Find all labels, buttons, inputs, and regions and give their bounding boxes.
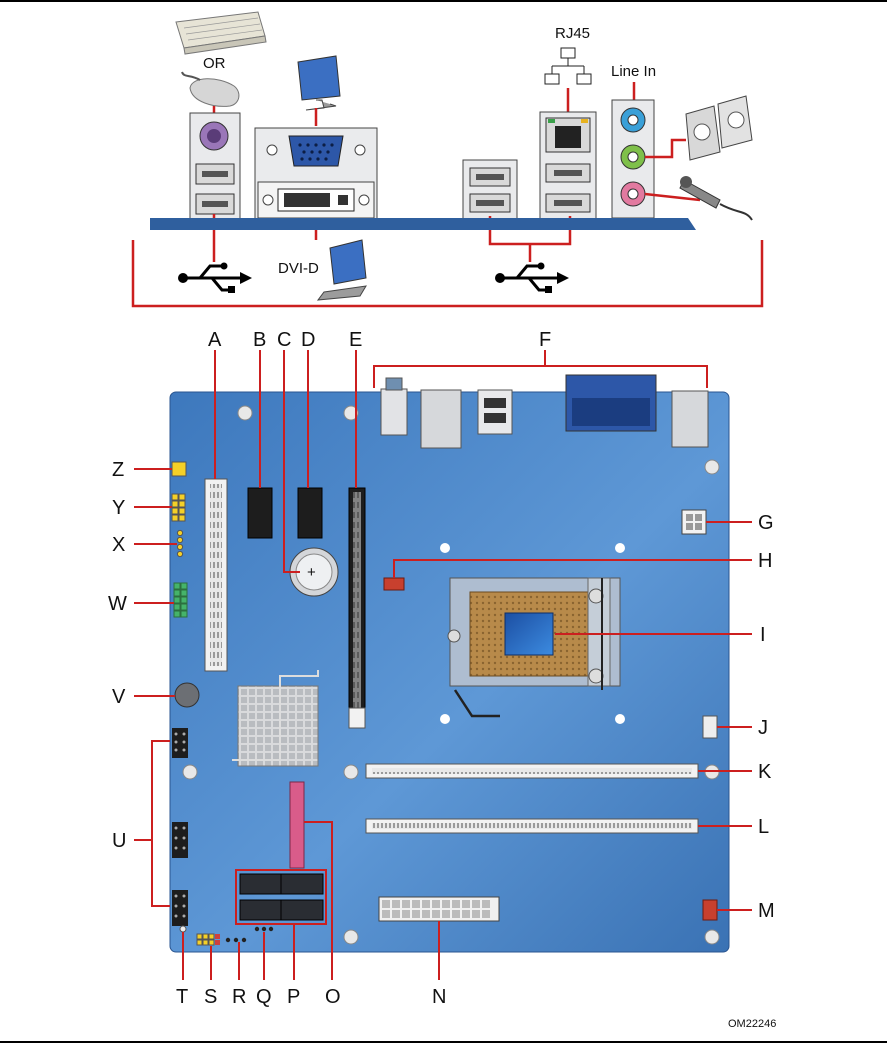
callout-L: L (758, 816, 769, 838)
back-panel-io: OR (131, 11, 764, 308)
mic-leader (644, 192, 701, 202)
callout-S: S (204, 986, 217, 1008)
or-label: OR (203, 55, 226, 72)
callout-W: W (108, 593, 127, 615)
figure-id: OM22246 (728, 1018, 776, 1030)
callout-A: A (208, 329, 222, 351)
callout-I: I (760, 624, 766, 646)
callout-V: V (112, 686, 126, 708)
callout-H: H (758, 550, 772, 572)
callout-R: R (232, 986, 246, 1008)
callout-J: J (758, 717, 768, 739)
microphone-icon (679, 176, 753, 221)
callout-Z: Z (112, 459, 124, 481)
callout-K: K (758, 761, 772, 783)
monitor-icon (297, 55, 341, 126)
ps2-usb-stack (189, 112, 241, 262)
battery-plus-icon: + (307, 564, 316, 581)
vga-dvi-stack (254, 127, 378, 240)
callout-U: U (112, 830, 126, 852)
callout-P: P (287, 986, 300, 1008)
speaker-leader (645, 138, 686, 159)
callout-X: X (112, 534, 125, 556)
leader-lines (134, 350, 752, 980)
callout-Y: Y (112, 497, 125, 519)
callout-Q: Q (256, 986, 272, 1008)
callout-T: T (176, 986, 188, 1008)
callout-C: C (277, 329, 291, 351)
line-in-label: Line In (611, 63, 656, 80)
callout-M: M (758, 900, 775, 922)
motherboard: + (169, 374, 730, 953)
dvi-monitor-icon (316, 239, 367, 301)
callout-F: F (539, 329, 551, 351)
audio-jacks (611, 99, 655, 219)
callout-N: N (432, 986, 446, 1008)
rj45-usb-stack (539, 111, 597, 221)
usb-symbol-icon (495, 262, 569, 293)
speaker-icon (685, 95, 753, 161)
dvi-d-label: DVI-D (278, 260, 319, 277)
callout-B: B (253, 329, 266, 351)
keyboard-icon (175, 11, 267, 55)
callout-D: D (301, 329, 315, 351)
io-panel-bar (150, 218, 696, 230)
network-icon (544, 47, 592, 112)
usb-stack-middle (462, 159, 518, 221)
rj45-label: RJ45 (555, 25, 590, 42)
io-bracket-F (131, 240, 764, 308)
callout-E: E (349, 329, 362, 351)
usb-symbol-icon (178, 262, 252, 293)
callout-labels: A B C D E F G H I J K L M N O P Q R S T … (108, 329, 775, 1008)
callout-G: G (758, 512, 774, 534)
callout-O: O (325, 986, 341, 1008)
